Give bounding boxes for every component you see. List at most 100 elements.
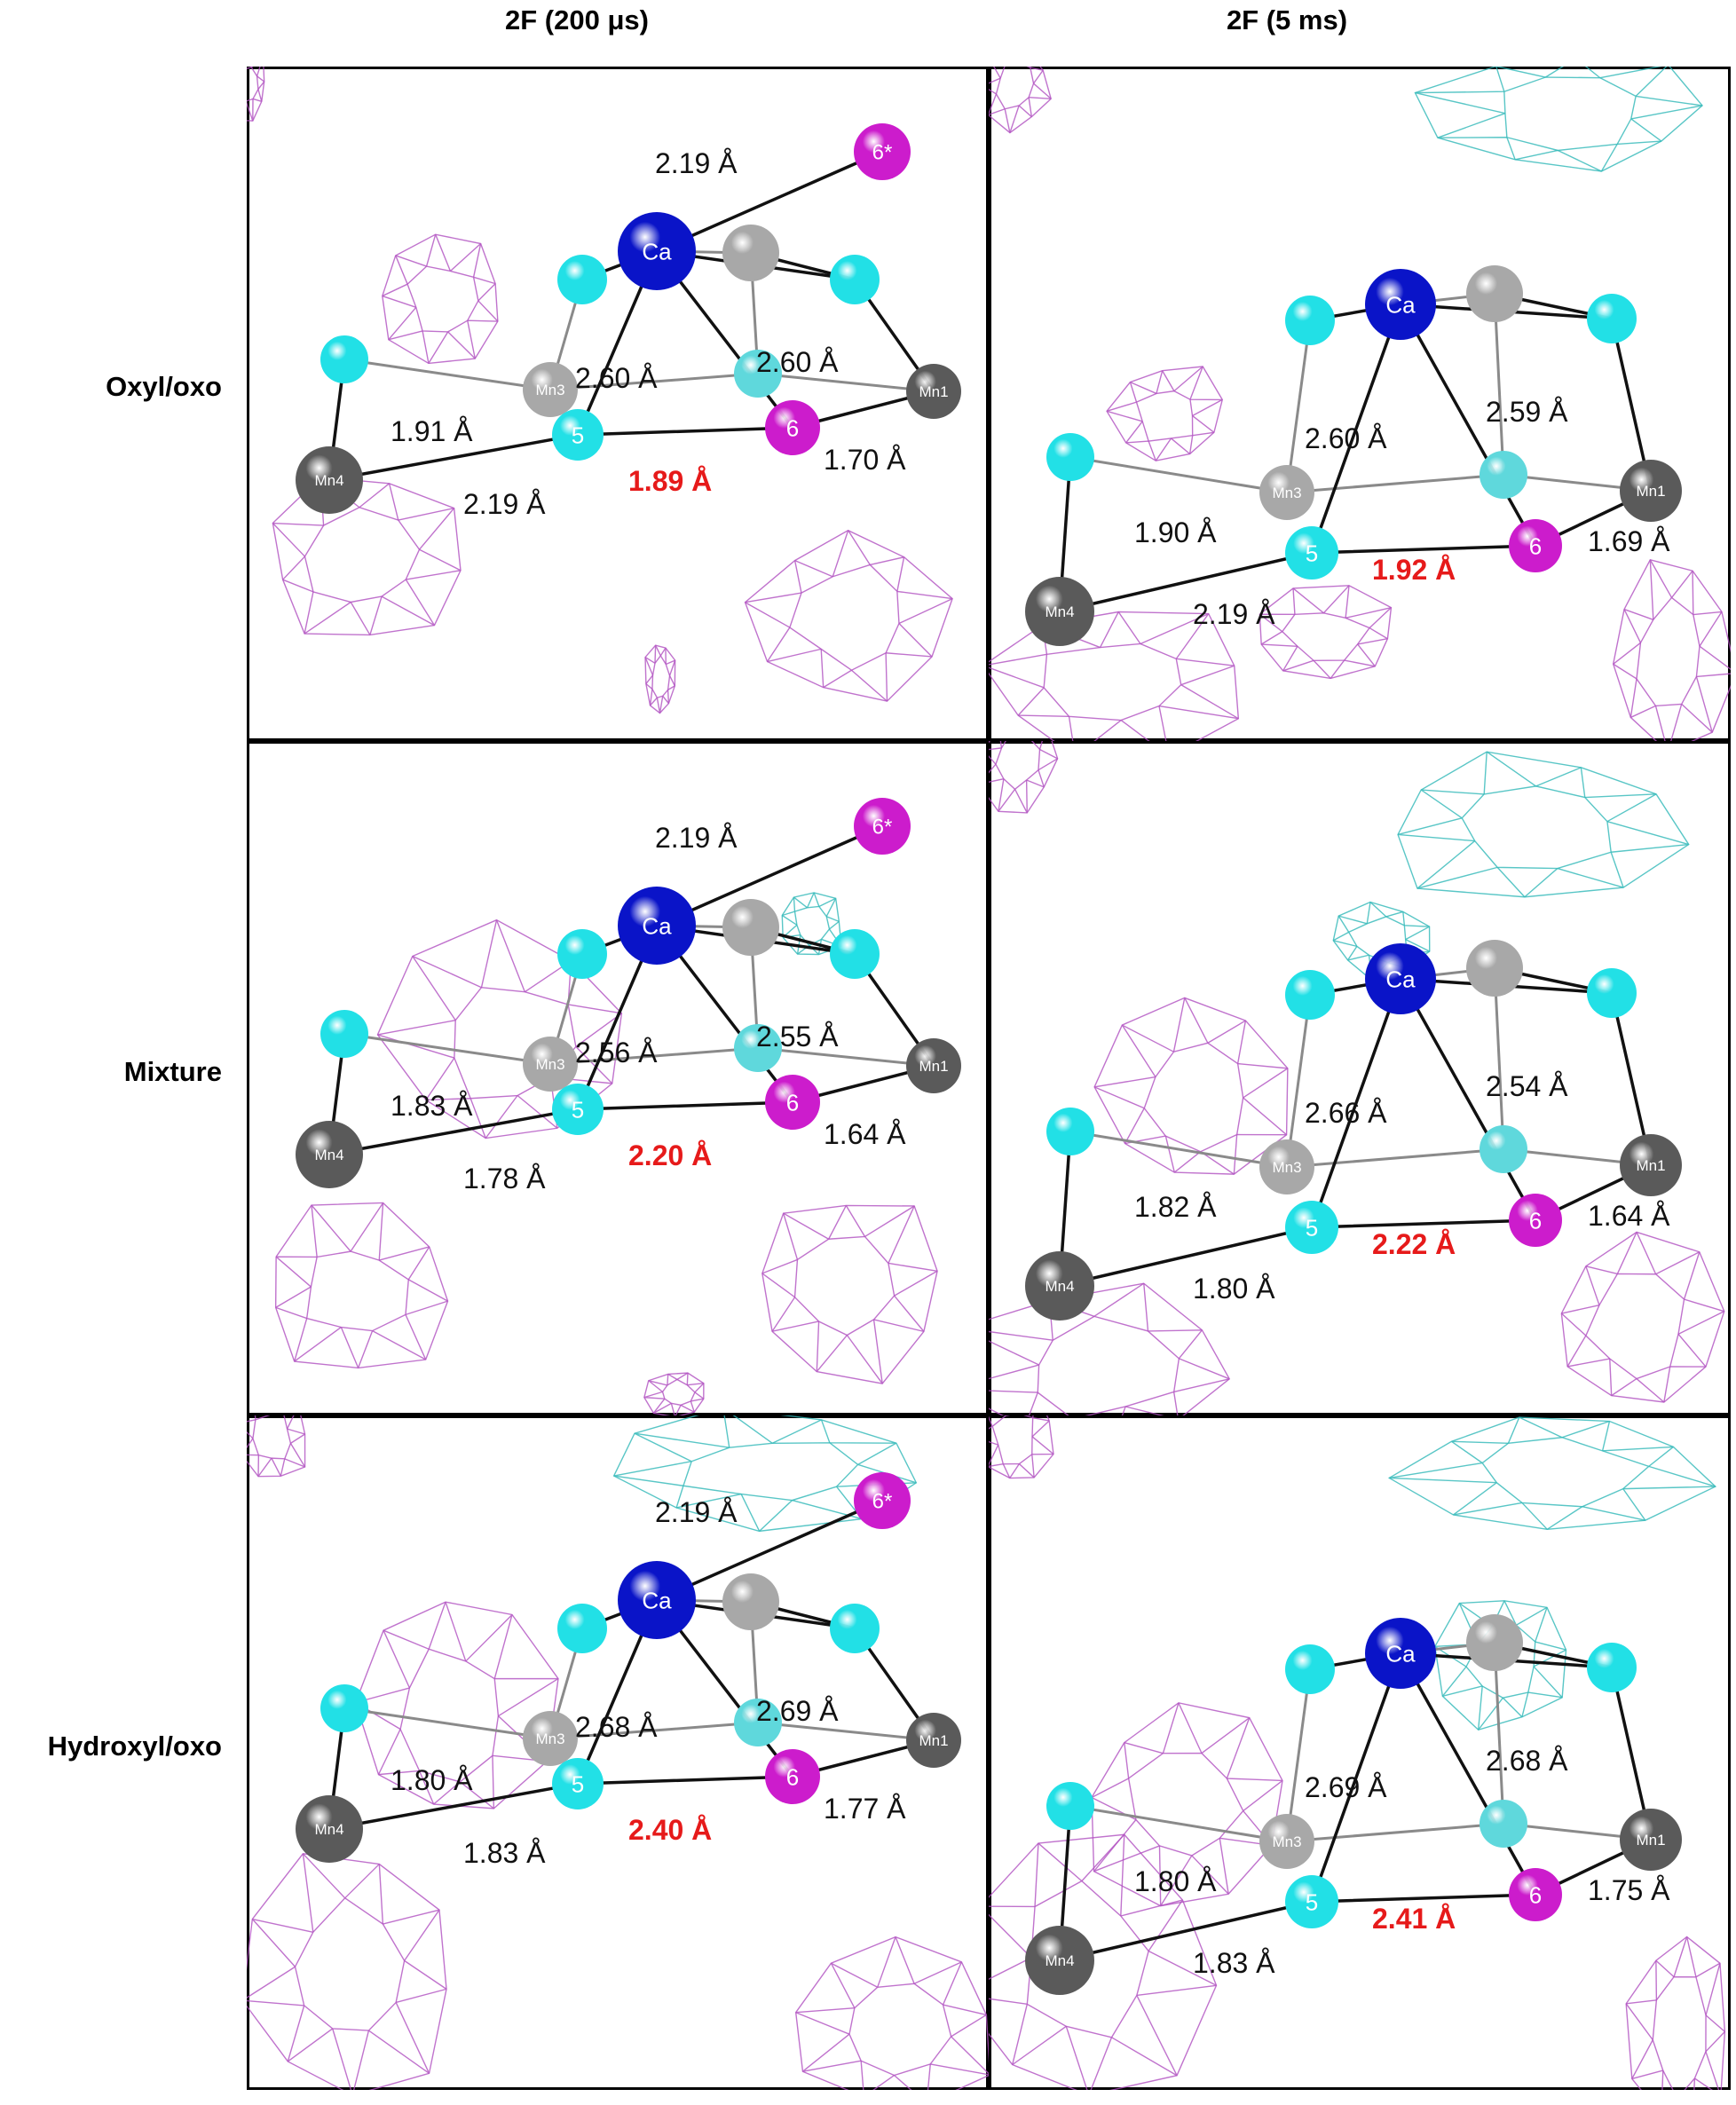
bond [1069,1804,1289,1843]
mn3-atom-label: Mn3 [535,382,564,398]
mn3-atom-label: Mn3 [535,1731,564,1747]
bond [1493,292,1505,477]
row-label-oxyl-oxo: Oxyl/oxo [106,371,222,402]
ca-atom-label: Ca [1385,966,1416,992]
distance-o5-o6: 2.22 Å [1372,1228,1456,1260]
bond [343,1032,552,1066]
distance-ca-o5: 2.68 Å [575,1711,658,1743]
panel-border [247,741,989,1415]
electron-density-mesh [247,67,953,714]
mn1-atom [906,364,961,419]
distance-ca-o6: 2.59 Å [1486,396,1568,428]
bond [756,372,935,393]
distance-ca-o5: 2.69 Å [1305,1771,1387,1803]
row-label-mixture: Mixture [123,1056,222,1087]
mn3-atom [1259,465,1314,520]
oxygen-atom [557,255,607,304]
mn4-atom-label: Mn4 [1045,1278,1074,1295]
oxygen-atom [1046,433,1094,481]
distance-mn1-o6: 1.75 Å [1588,1874,1670,1906]
distance-mn1-o6: 1.69 Å [1588,525,1670,557]
distance-ca-o6star: 2.19 Å [655,1496,738,1528]
bond [1058,1900,1314,1962]
bond [1285,1667,1312,1843]
bond [756,1721,935,1742]
mn1-atom-label: Mn1 [919,1058,948,1075]
electron-density-mesh [989,741,1725,1415]
distance-mn3-o5: 1.80 Å [1134,1865,1217,1897]
bond [655,1499,884,1602]
bond [1310,303,1402,555]
oxygen-atom [734,350,782,398]
distance-ca-o6star: 2.19 Å [655,822,738,854]
o5-atom-label: 5 [572,422,584,448]
o6-atom [1509,1868,1562,1921]
mn-atom [722,1573,779,1630]
electron-density-mesh [274,892,938,1415]
bond [327,1108,580,1156]
o6-atom-label: 6 [786,1763,799,1790]
oxygen-atom [1285,1644,1335,1694]
bond [1069,455,1289,494]
mn4-atom [296,446,363,514]
mn4-atom-label: Mn4 [314,1147,343,1163]
o6star-atom-label: 6* [872,141,893,165]
bond [1310,977,1402,1229]
mn3-atom [523,362,578,417]
oxygen-atom [1046,1108,1094,1155]
electron-density-mesh [989,67,1731,741]
o6-atom [1509,519,1562,572]
mn4-atom [296,1121,363,1188]
oxygen-atom [830,255,880,304]
distance-mn4-o5: 1.80 Å [1193,1273,1275,1305]
oxygen-atom [1285,296,1335,345]
ca-atom [1365,269,1436,340]
bond [1310,1218,1537,1229]
mn1-atom [1620,460,1682,522]
mn1-atom [1620,1134,1682,1196]
mn1-atom [906,1038,961,1093]
bond [548,372,760,391]
distance-labels: 2.66 Å2.54 Å1.82 Å1.80 Å2.22 Å1.64 Å [1134,1070,1670,1305]
o5-atom [552,409,604,461]
o6-atom [765,1075,820,1130]
oxygen-atom [320,1010,368,1058]
distance-ca-o5: 2.56 Å [575,1037,658,1068]
o6star-atom-label: 6* [872,1490,893,1514]
o6-atom-label: 6 [1529,1207,1542,1234]
ca-atom [1365,943,1436,1014]
bond [1058,1226,1314,1288]
bond [1285,993,1312,1169]
mn-atom [1466,265,1523,322]
bond [1310,1652,1402,1904]
bond [1069,1130,1289,1169]
distance-o5-o6: 2.41 Å [1372,1903,1456,1935]
bond [1285,1822,1505,1843]
ca-atom-label: Ca [642,1587,672,1613]
bond [756,1046,935,1068]
distance-ca-o6: 2.54 Å [1486,1070,1568,1102]
distance-mn4-o5: 1.78 Å [463,1163,546,1194]
bond [343,1707,552,1740]
oxygen-atom [1480,1800,1527,1848]
bond [576,426,794,437]
o5-atom-label: 5 [572,1770,584,1797]
o6-atom-label: 6 [786,1089,799,1116]
o5-atom [1285,526,1338,579]
oxygen-atom [830,1604,880,1653]
mn4-atom-label: Mn4 [314,1821,343,1838]
oxygen-atom [830,929,880,979]
mn1-atom-label: Mn1 [919,1732,948,1749]
ca-atom [618,1561,696,1639]
distance-mn1-o6: 1.64 Å [824,1118,906,1150]
ca-atom-label: Ca [642,238,672,264]
mn4-atom-label: Mn4 [314,472,343,489]
mn-atom [1466,1614,1523,1671]
oxygen-atom [557,1604,607,1653]
oxygen-atom [1587,1643,1637,1692]
